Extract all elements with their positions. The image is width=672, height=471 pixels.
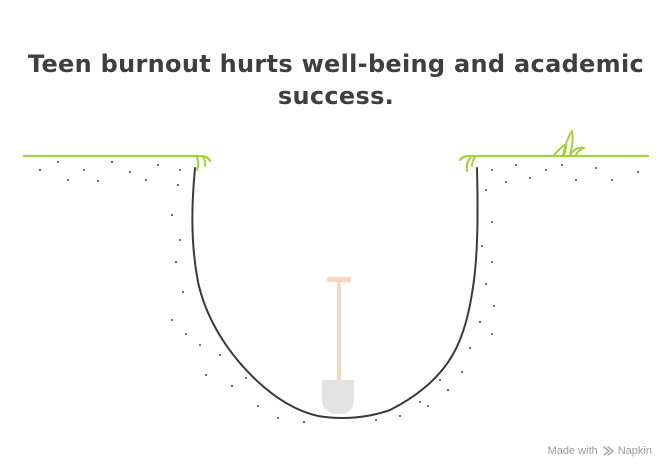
grass-curl-right (465, 155, 477, 172)
shovel-icon (322, 277, 354, 414)
soil-dots (39, 161, 639, 423)
ground-line-left (22, 154, 212, 163)
made-with-napkin-badge[interactable]: Made with Napkin (548, 445, 652, 457)
hole-outline (191, 167, 479, 419)
napkin-logo-icon (603, 446, 614, 456)
ground-line-right (458, 154, 650, 162)
grass-tuft-icon (553, 130, 585, 156)
napkin-brand-label: Napkin (617, 445, 652, 457)
grass-curl-left (195, 155, 207, 171)
page-title: Teen burnout hurts well-being and academ… (27, 50, 644, 110)
made-with-label: Made with (547, 445, 598, 457)
